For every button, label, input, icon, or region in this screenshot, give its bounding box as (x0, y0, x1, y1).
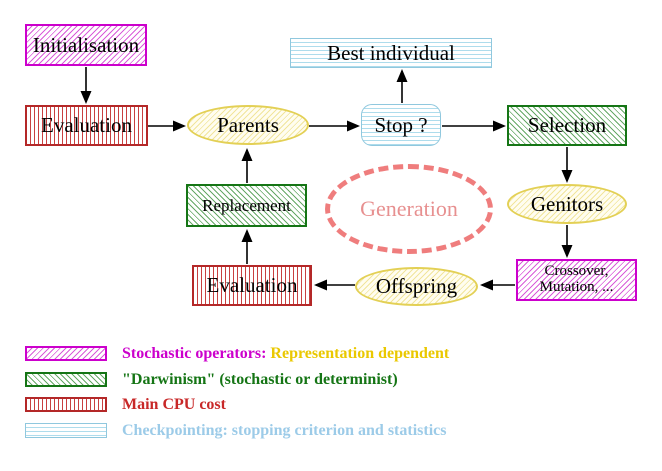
node-crossover-mutation: Crossover, Mutation, ... (516, 259, 637, 301)
legend-label-stochastic-operators: Stochastic operators: Representation dep… (122, 345, 449, 363)
legend-swatch-checkpointing (25, 423, 107, 438)
crossover-line2: Mutation, ... (539, 279, 614, 295)
node-evaluation-bottom: Evaluation (192, 265, 312, 306)
legend-label-main-cpu-cost: Main CPU cost (122, 396, 226, 413)
node-best-individual: Best individual (290, 38, 492, 68)
legend-swatch-stochastic-operators (25, 346, 107, 361)
legend-swatch-darwinism (25, 372, 107, 387)
node-generation-dashed-ellipse: Generation (325, 164, 493, 254)
node-offspring: Offspring (355, 267, 478, 306)
node-genitors: Genitors (507, 184, 627, 224)
node-evaluation-top: Evaluation (25, 105, 148, 146)
node-initialisation: Initialisation (25, 24, 147, 66)
legend-label-representation-dependent: Representation dependent (266, 345, 450, 362)
legend-swatch-main-cpu-cost (25, 397, 107, 412)
node-selection: Selection (507, 105, 627, 146)
legend-label-checkpointing: Checkpointing: stopping criterion and st… (122, 422, 447, 439)
node-replacement: Replacement (186, 184, 307, 227)
node-parents: Parents (187, 105, 309, 145)
legend-label-darwinism: "Darwinism" (stochastic or determinist) (122, 371, 398, 388)
crossover-line1: Crossover, (544, 263, 609, 280)
node-stop: Stop ? (361, 104, 441, 146)
legend-label-stochastic-operators-part1: Stochastic operators: (122, 345, 267, 362)
